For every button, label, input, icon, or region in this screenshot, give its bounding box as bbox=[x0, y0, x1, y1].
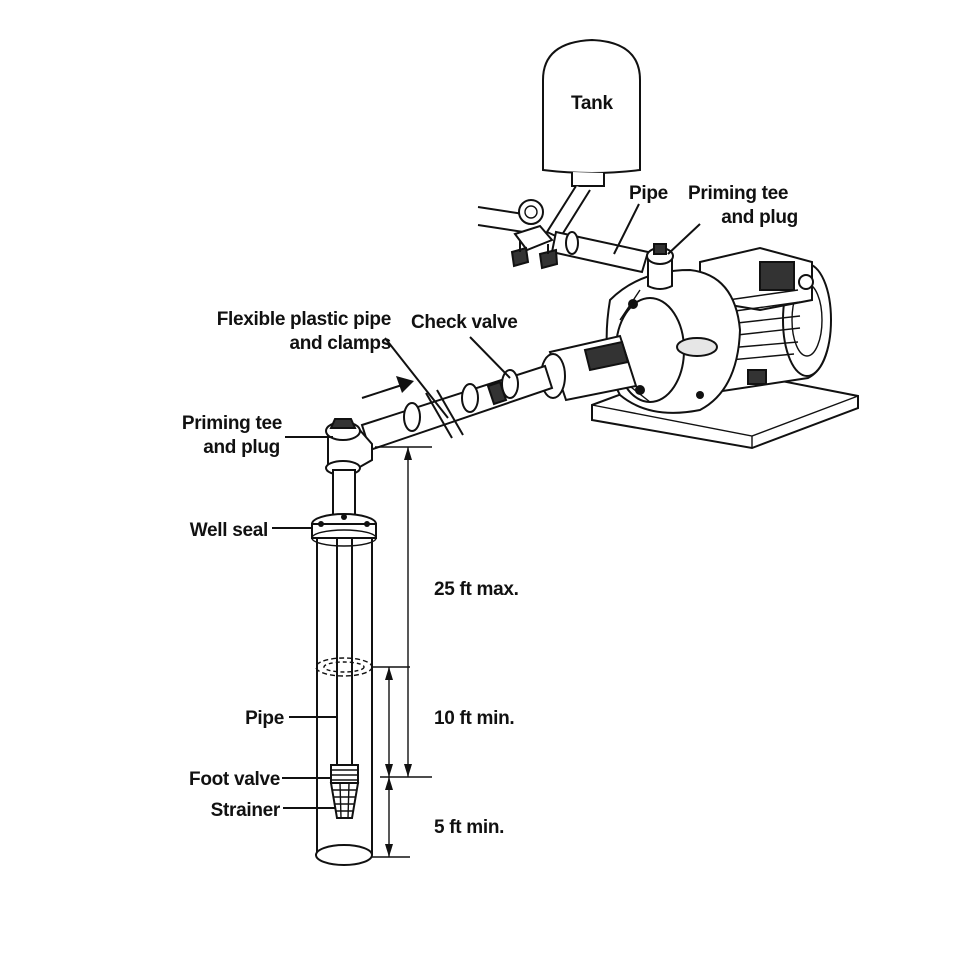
dimension-lines bbox=[372, 446, 432, 858]
strainer-label: Strainer bbox=[211, 800, 281, 821]
jet-pump bbox=[540, 243, 859, 450]
suction-line bbox=[360, 364, 554, 452]
leader-lines bbox=[272, 203, 701, 809]
well-casing bbox=[315, 538, 373, 866]
pipe-top-label: Pipe bbox=[629, 183, 668, 204]
foot-valve-label: Foot valve bbox=[189, 769, 280, 790]
flexible-pipe-label-line2: and clamps bbox=[289, 333, 391, 354]
priming-tee-left-label-line2: and plug bbox=[203, 437, 280, 458]
well-seal-label: Well seal bbox=[190, 520, 268, 541]
pipe-well-label: Pipe bbox=[245, 708, 284, 729]
discharge-piping bbox=[477, 199, 650, 274]
depth-5-label: 5 ft min. bbox=[434, 817, 504, 838]
flexible-pipe-label-line1: Flexible plastic pipe bbox=[217, 309, 391, 330]
arrow-right-icon bbox=[361, 376, 414, 399]
priming-tee-top-label-line1: Priming tee bbox=[688, 183, 788, 204]
foot-valve bbox=[330, 764, 359, 784]
drop-pipe bbox=[336, 538, 353, 765]
priming-tee-top-label-line2: and plug bbox=[721, 207, 798, 228]
tank-label: Tank bbox=[571, 93, 613, 114]
priming-tee-left-label-line1: Priming tee bbox=[182, 413, 282, 434]
depth-10-label: 10 ft min. bbox=[434, 708, 514, 729]
depth-25-label: 25 ft max. bbox=[434, 579, 519, 600]
pressure-tank bbox=[542, 38, 641, 240]
well-head bbox=[311, 418, 377, 547]
strainer bbox=[329, 782, 360, 819]
check-valve-label: Check valve bbox=[411, 312, 518, 333]
